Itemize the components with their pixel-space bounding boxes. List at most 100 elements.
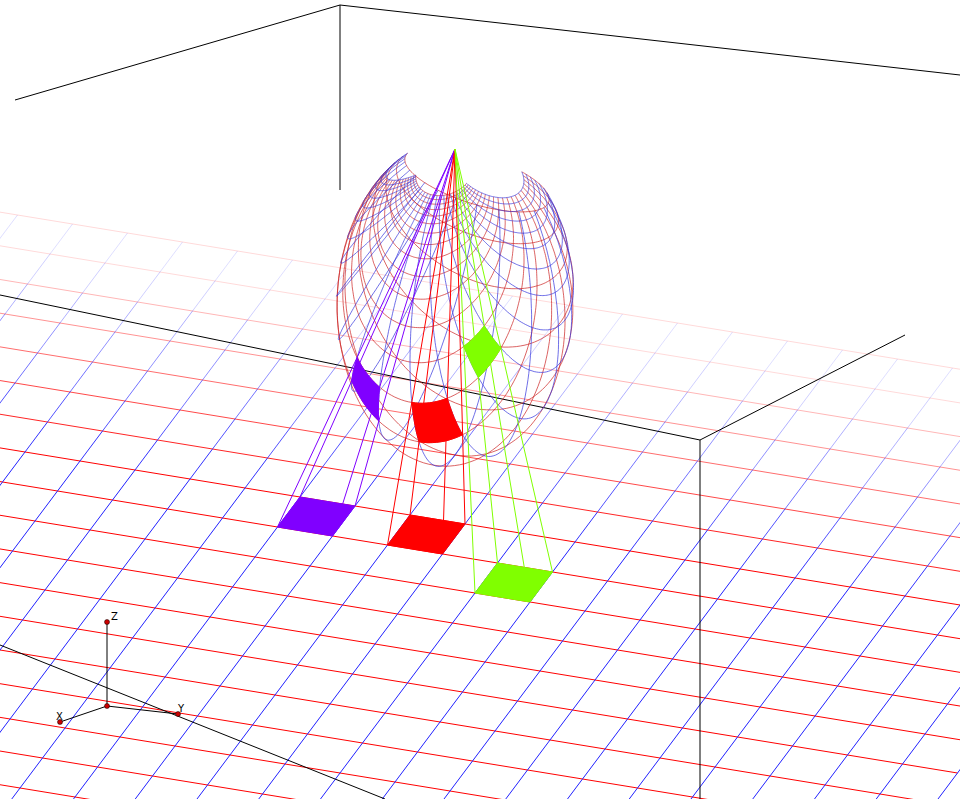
projected-patches [278, 326, 553, 602]
grid-line [0, 707, 845, 799]
grid-line [5, 284, 28, 314]
grid-line [600, 314, 623, 344]
grid-line [815, 686, 838, 716]
grid-line [695, 599, 718, 629]
grid-line [0, 788, 20, 799]
sphere-cell [412, 398, 463, 443]
sphere-wire [444, 195, 572, 372]
floor-grid [0, 197, 960, 799]
grid-line [3, 452, 26, 482]
grid-line [58, 461, 81, 491]
grid-line [90, 500, 113, 530]
grid-line [375, 614, 398, 644]
grid-line [373, 782, 396, 799]
grid-line [805, 617, 828, 647]
grid-line [508, 602, 531, 632]
sphere-wire [391, 180, 486, 245]
grid-line [688, 362, 711, 392]
axis-dot [105, 704, 110, 709]
grid-line [355, 476, 378, 506]
grid-line [495, 701, 518, 731]
grid-line [808, 449, 831, 479]
grid-line [825, 755, 848, 785]
grid-line [208, 755, 231, 785]
grid-line [830, 419, 853, 449]
grid-line [33, 659, 56, 689]
axis-label: Z [111, 612, 118, 622]
grid-line [313, 368, 336, 398]
grid-line [395, 752, 418, 782]
grid-line [880, 764, 903, 794]
sphere-wire [337, 183, 425, 297]
grid-line [743, 371, 766, 401]
grid-line [428, 791, 451, 799]
grid-line [840, 488, 863, 518]
grid-line [160, 242, 183, 272]
grid-line [78, 599, 101, 629]
projection-ray [455, 149, 553, 572]
x-axis [60, 706, 107, 722]
grid-line [928, 536, 951, 566]
grid-line [783, 647, 806, 677]
grid-line [310, 536, 333, 566]
grid-line [68, 530, 91, 560]
projection-ray [443, 149, 456, 554]
sphere-wire [348, 170, 420, 239]
grid-line [615, 788, 638, 799]
grid-line [100, 569, 123, 599]
grid-line [918, 467, 941, 497]
grid-line [270, 260, 293, 290]
grid-line [738, 707, 761, 737]
grid-line [48, 392, 71, 422]
grid-line [0, 467, 960, 683]
grid-line [795, 548, 818, 578]
grid-line [950, 506, 960, 536]
grid-line [640, 590, 663, 620]
grid-line [453, 593, 476, 623]
grid-line [0, 677, 868, 799]
grid-line [850, 557, 873, 587]
grid-line [958, 743, 960, 773]
grid-line [440, 692, 463, 722]
grid-line [20, 758, 43, 788]
grid-line [215, 251, 238, 281]
grid-line [0, 383, 15, 413]
grid-line [608, 551, 631, 581]
grid-line [683, 698, 706, 728]
sphere-cell [352, 358, 380, 421]
grid-line [180, 380, 203, 410]
grid-line [873, 527, 896, 557]
grid-line [0, 482, 3, 512]
axis-label: Y [178, 704, 184, 714]
grid-line [0, 257, 960, 473]
grid-line [885, 428, 908, 458]
sphere-wire [361, 179, 505, 328]
sphere-wireframe [337, 153, 574, 466]
grid-line [25, 422, 48, 452]
grid-line [573, 680, 596, 710]
projection-ray [410, 149, 455, 515]
room-box [0, 5, 960, 799]
axis-label: X [56, 712, 63, 722]
grid-line [670, 797, 693, 799]
grid-line [265, 596, 288, 626]
grid-line [418, 722, 441, 752]
grid-line [0, 407, 960, 623]
grid-line [198, 686, 221, 716]
projection-ray [333, 149, 456, 536]
grid-line [925, 704, 948, 734]
grid-line [435, 287, 458, 317]
grid-line [748, 776, 771, 799]
grid-line [143, 677, 166, 707]
grid-line [595, 650, 618, 680]
box-edge [340, 5, 341, 190]
grid-line [220, 656, 243, 686]
grid-line [280, 329, 303, 359]
grid-line [660, 728, 683, 758]
grid-line [803, 785, 826, 799]
grid-line [553, 542, 576, 572]
grid-line [673, 629, 696, 659]
sphere-wire [467, 172, 524, 198]
grid-line [565, 443, 588, 473]
